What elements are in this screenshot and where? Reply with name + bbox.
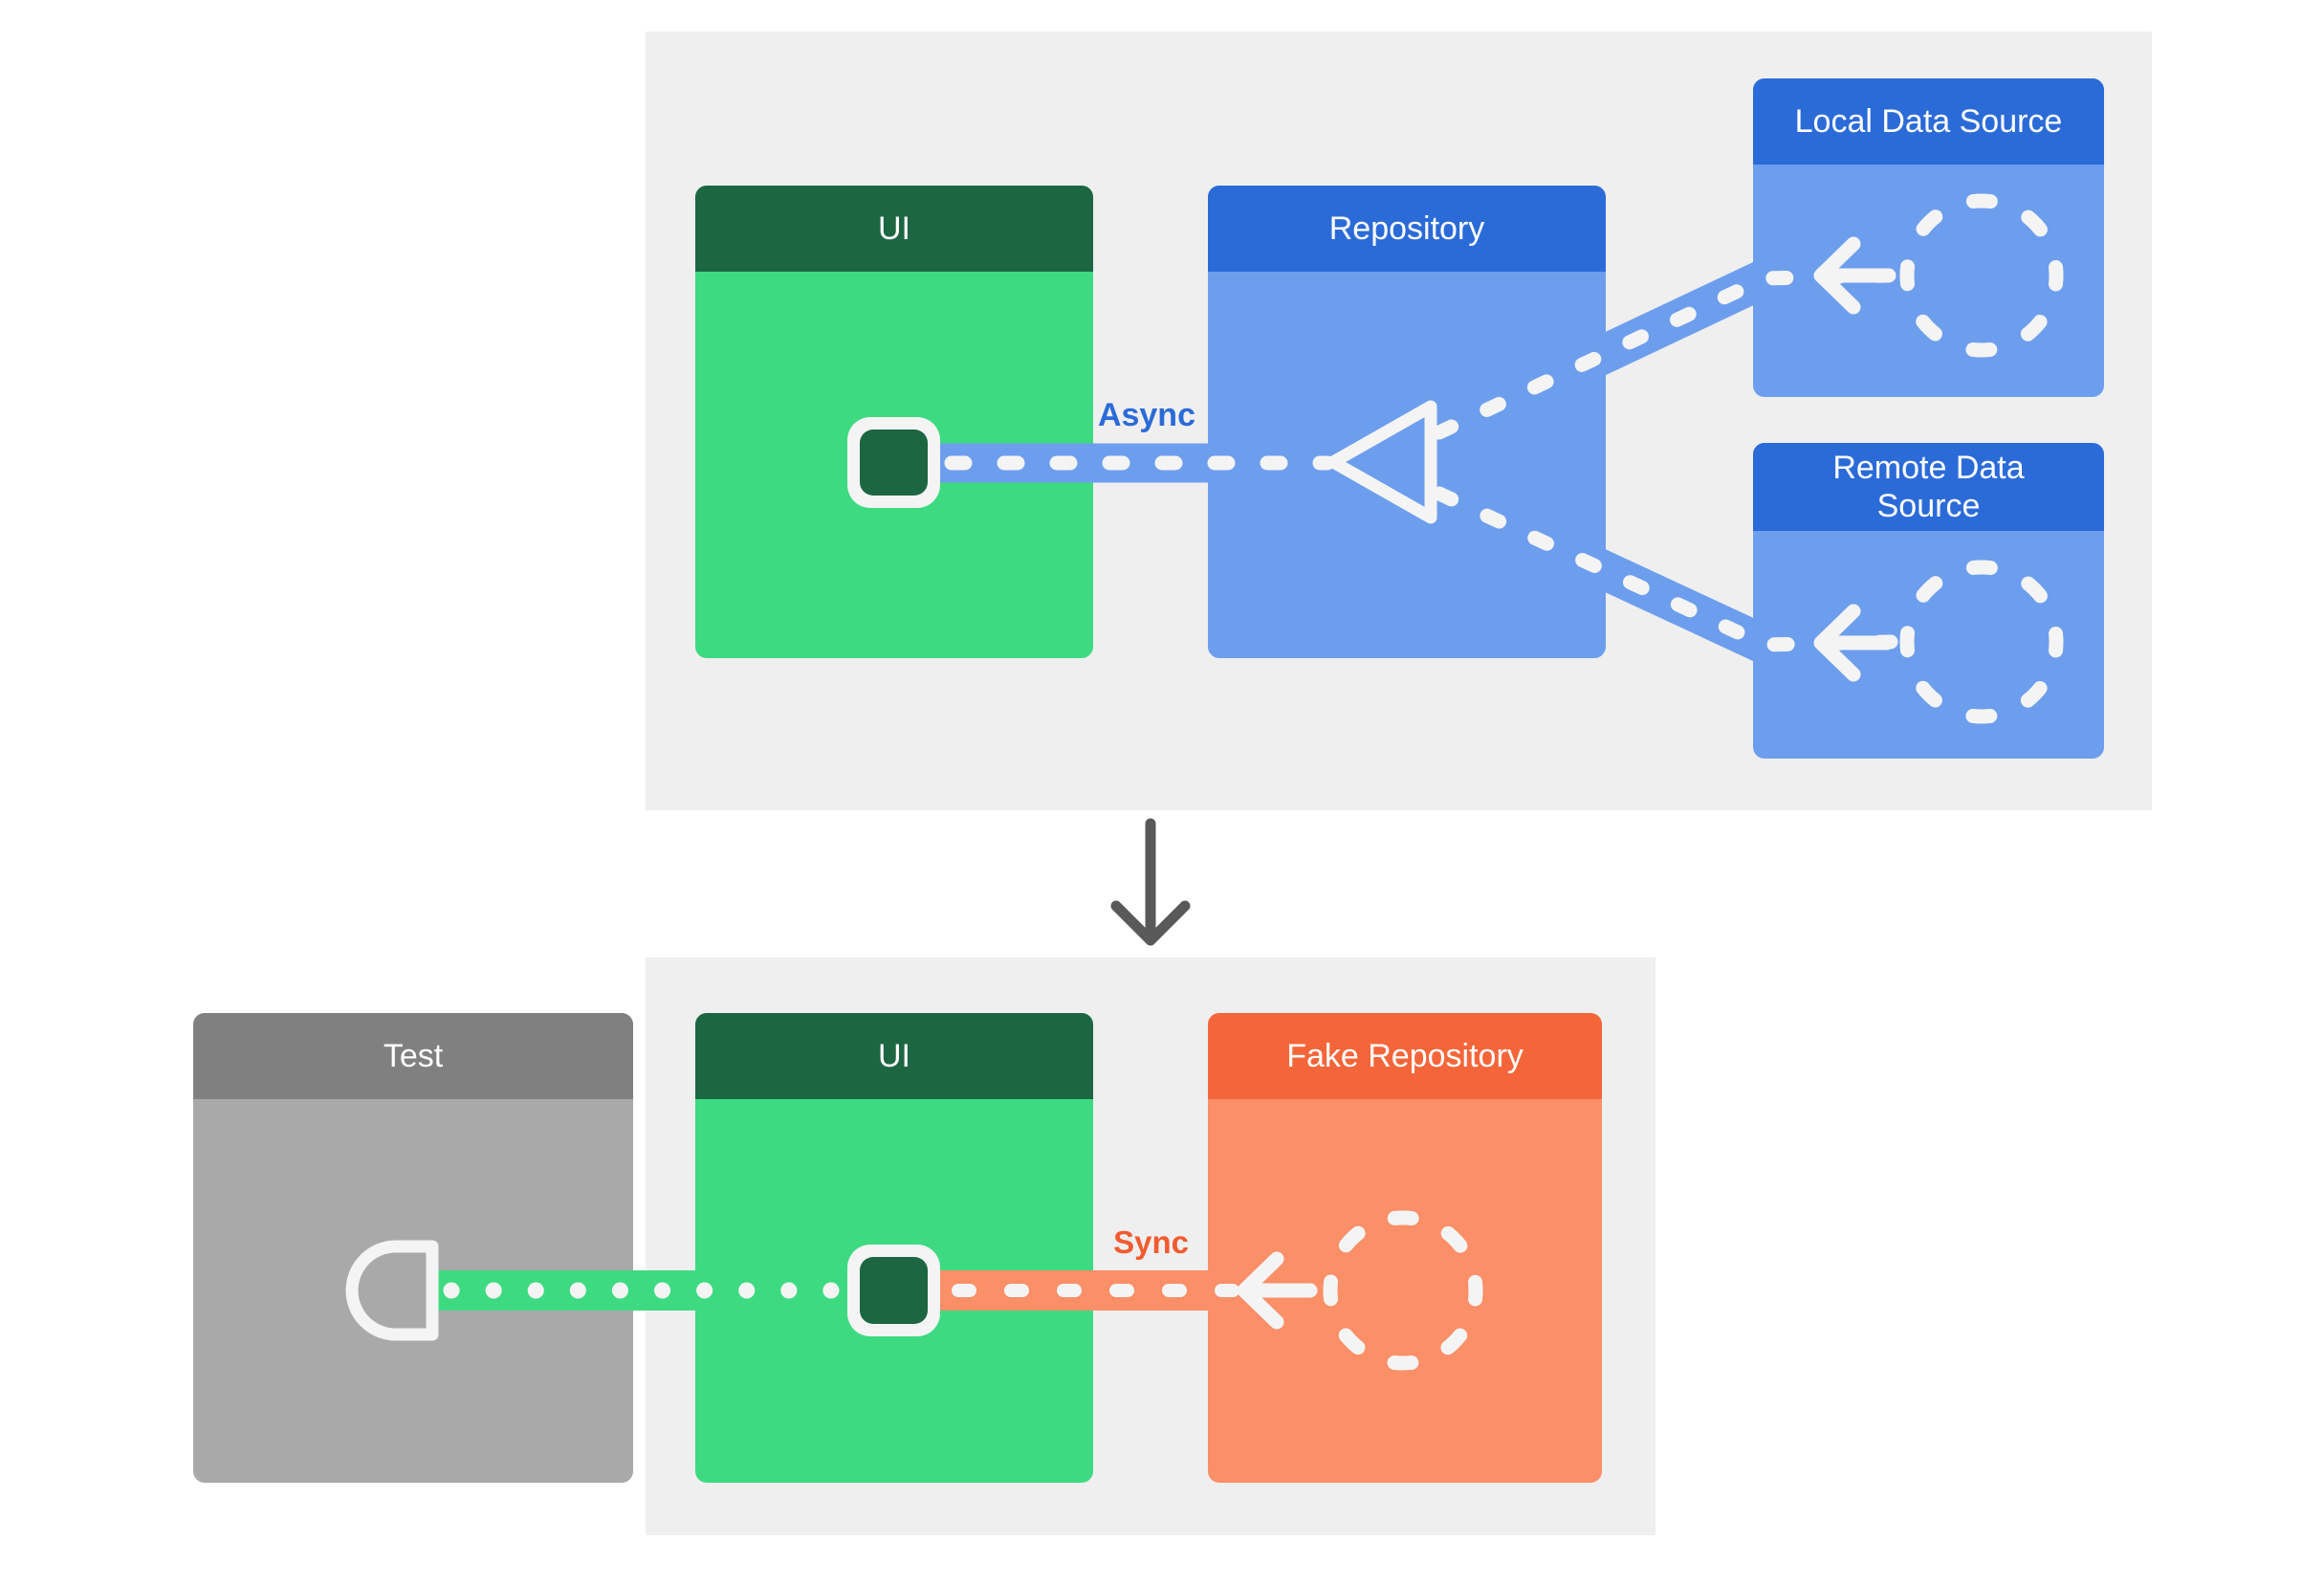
remote-data-source-box: Remote Data Source	[1753, 443, 2104, 759]
down-arrow-icon	[1110, 900, 1191, 946]
test-box-title: Test	[383, 1038, 444, 1074]
fake-repository-title: Fake Repository	[1286, 1038, 1524, 1074]
ui-box-title: UI	[878, 210, 910, 247]
remote-data-source-title: Remote Data Source	[1832, 450, 2025, 524]
ui-box-header: UI	[695, 186, 1093, 272]
test-box-header: Test	[193, 1013, 633, 1099]
fake-repository-header: Fake Repository	[1208, 1013, 1602, 1099]
local-data-source-title: Local Data Source	[1794, 103, 2063, 140]
repository-box-header: Repository	[1208, 186, 1606, 272]
remote-data-source-header: Remote Data Source	[1753, 443, 2104, 531]
test-box: Test	[193, 1013, 633, 1483]
sync-label: Sync	[1113, 1224, 1189, 1260]
fake-repository-box: Fake Repository	[1208, 1013, 1602, 1483]
ui-box-test-header: UI	[695, 1013, 1093, 1099]
local-data-source-box: Local Data Source	[1753, 78, 2104, 397]
local-data-source-header: Local Data Source	[1753, 78, 2104, 165]
ui-box: UI	[695, 186, 1093, 658]
repository-box-title: Repository	[1328, 210, 1485, 247]
ui-box-test-title: UI	[878, 1038, 910, 1074]
repository-box: Repository	[1208, 186, 1606, 658]
async-label: Async	[1097, 397, 1195, 433]
